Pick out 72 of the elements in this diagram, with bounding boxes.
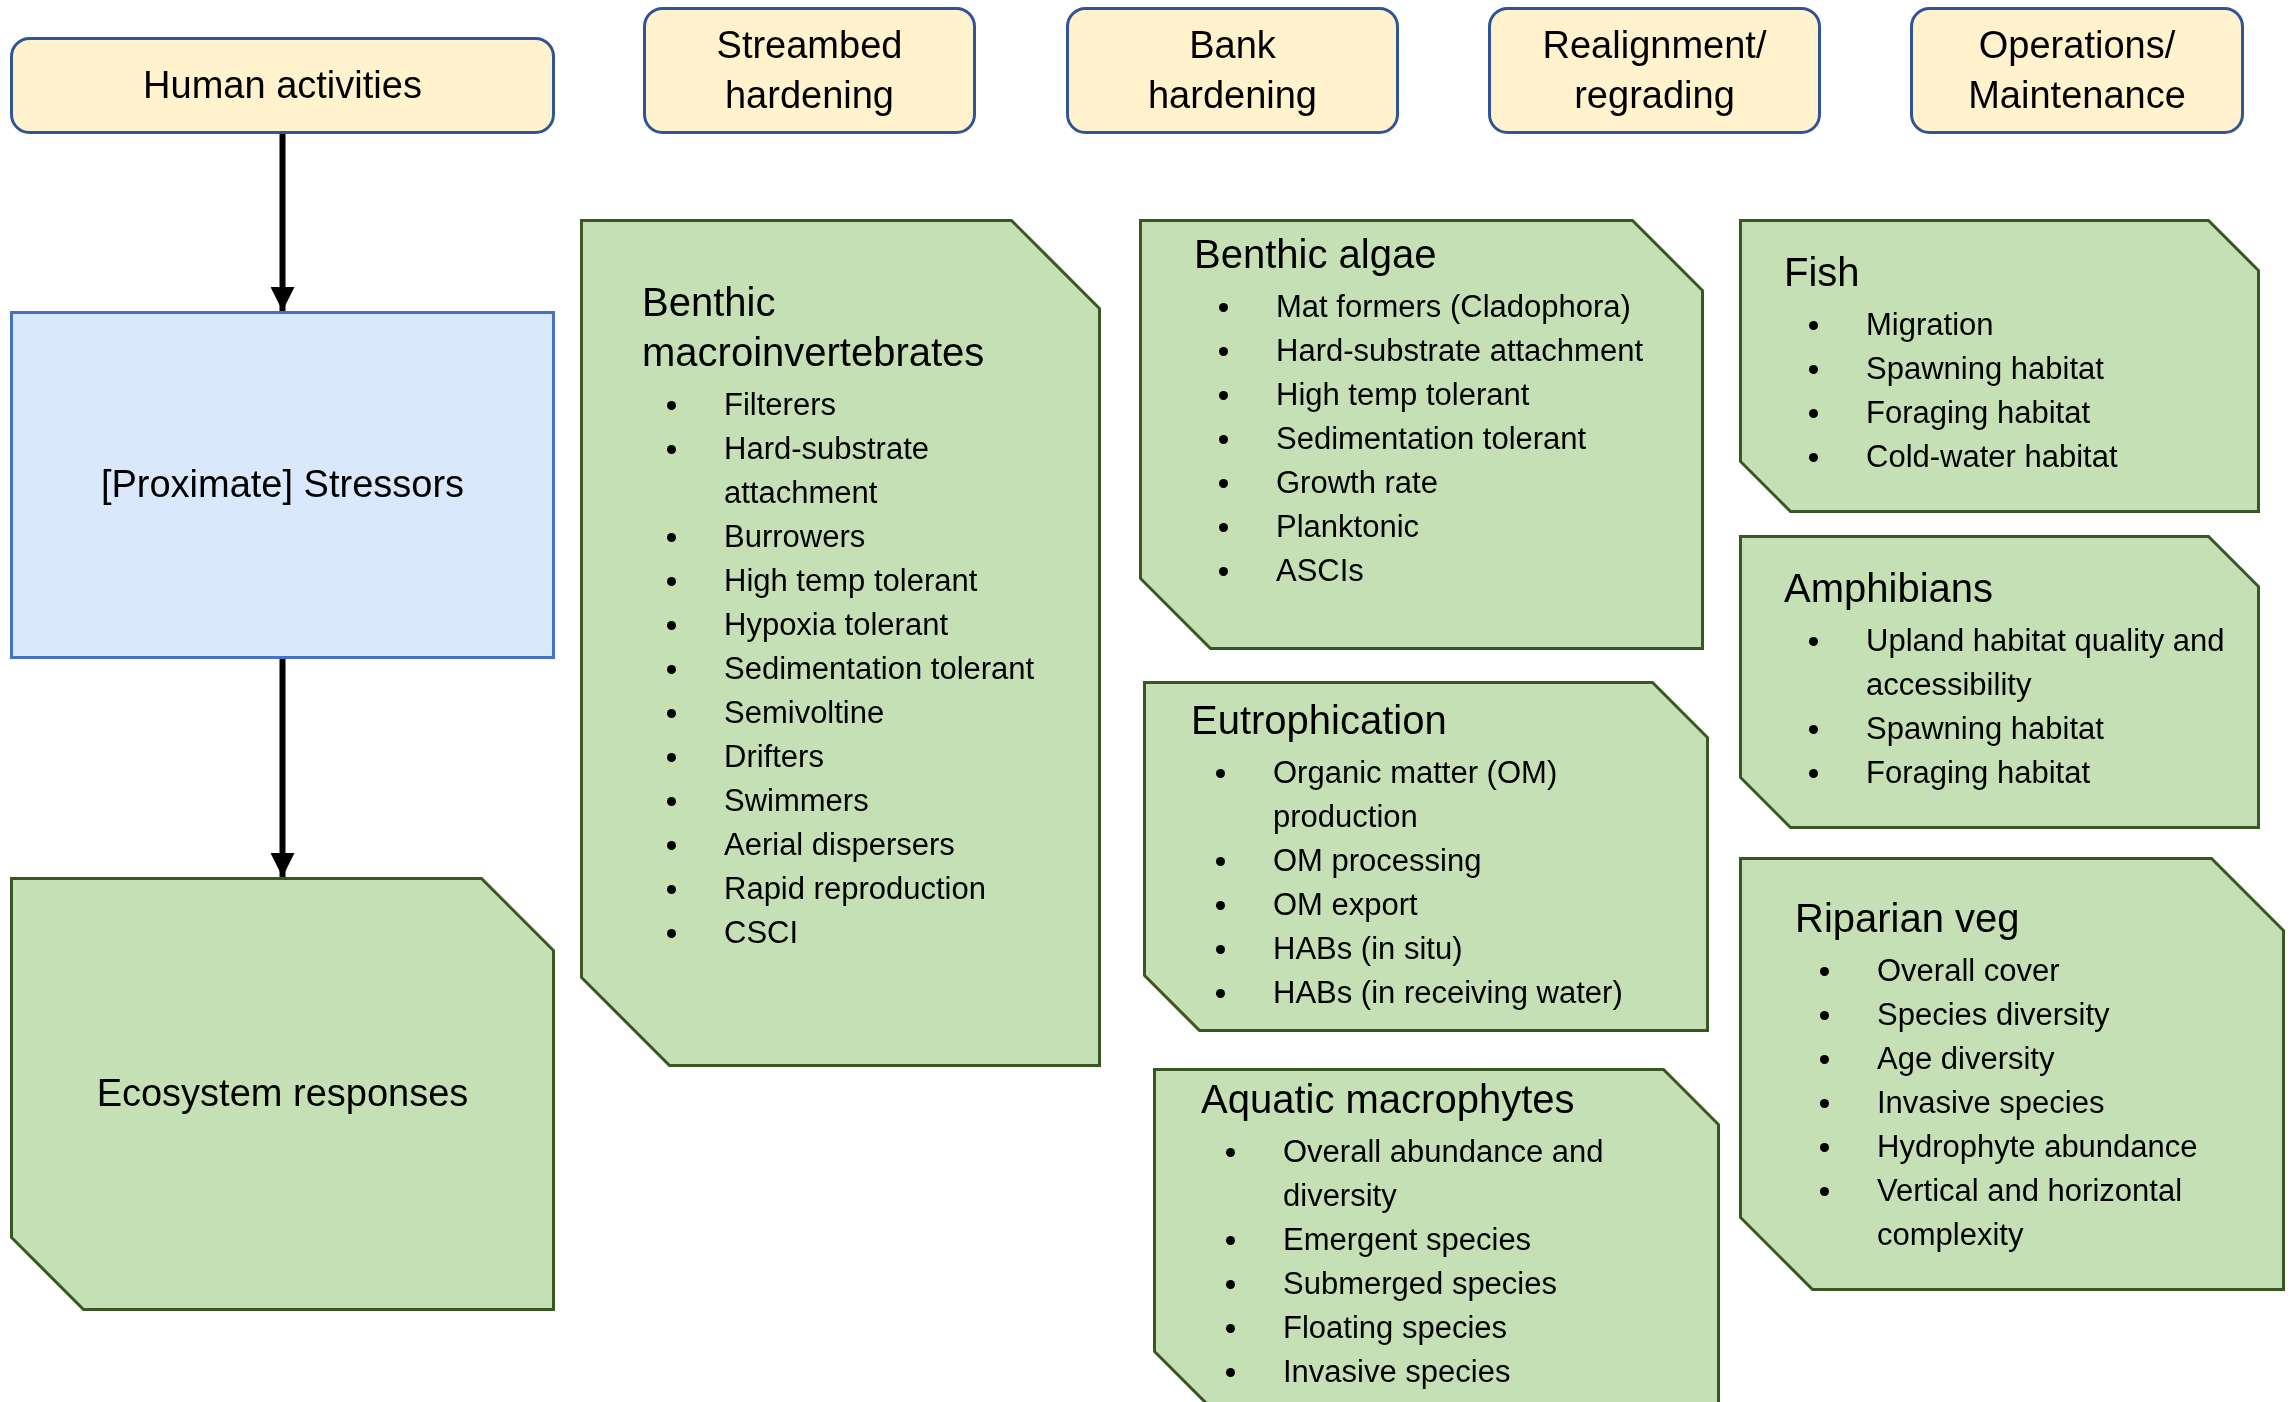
bullet-item: Planktonic xyxy=(1276,508,1420,546)
bullet-item: CSCI xyxy=(724,914,799,952)
bullet-item: Rapid reproduction xyxy=(724,870,986,908)
response-box xyxy=(10,877,555,1311)
activity-box xyxy=(10,37,555,134)
card-heading: Benthic algae xyxy=(1194,231,1438,278)
bullet-item: Spawning habitat xyxy=(1866,350,2104,388)
activity-box xyxy=(1488,7,1821,134)
bullet-item: Floating species xyxy=(1283,1309,1507,1347)
box-label: Realignment/ regrading xyxy=(1541,23,1768,118)
bullet-item: HABs (in situ) xyxy=(1273,930,1463,968)
bullet-item: Cold-water habitat xyxy=(1866,438,2118,476)
bullet-item: High temp tolerant xyxy=(1276,376,1530,414)
box-label: Streambed hardening xyxy=(715,23,904,118)
bullet-item: Vertical and horizontal complexity xyxy=(1877,1172,2184,1254)
bullet-item: Spawning habitat xyxy=(1866,710,2104,748)
card-heading: Riparian veg xyxy=(1795,895,2021,942)
bullet-item: Species diversity xyxy=(1877,996,2110,1034)
bullet-item: Organic matter (OM) production xyxy=(1273,754,1559,836)
bullet-item: Hard-substrate attachment xyxy=(1276,332,1643,370)
bullet-item: Swimmers xyxy=(724,782,869,820)
bullet-item: Foraging habitat xyxy=(1866,394,2091,432)
bullet-item: Drifters xyxy=(724,738,824,776)
bullet-item: Sedimentation tolerant xyxy=(724,650,1035,688)
box-label: Operations/ Maintenance xyxy=(1967,23,2187,118)
activity-box xyxy=(1910,7,2244,134)
box-label: [Proximate] Stressors xyxy=(100,462,465,508)
bullet-item: OM processing xyxy=(1273,842,1482,880)
bullet-item: Hydrophyte abundance xyxy=(1877,1128,2198,1166)
box-label: Bank hardening xyxy=(1146,23,1318,118)
card-heading: Aquatic macrophytes xyxy=(1201,1076,1576,1123)
bullet-item: Overall abundance and diversity xyxy=(1283,1133,1605,1215)
arrow xyxy=(270,659,295,877)
bullet-item: HABs (in receiving water) xyxy=(1273,974,1623,1012)
bullet-item: Overall cover xyxy=(1877,952,2060,990)
bullet-item: Age diversity xyxy=(1877,1040,2055,1078)
activity-box xyxy=(643,7,976,134)
bullet-item: Filterers xyxy=(724,386,836,424)
bullet-item: Foraging habitat xyxy=(1866,754,2091,792)
bullet-item: Semivoltine xyxy=(724,694,885,732)
box-label: Ecosystem responses xyxy=(96,1071,469,1117)
bullet-item: Burrowers xyxy=(724,518,866,556)
stressor-box xyxy=(10,311,555,659)
bullet-item: Hypoxia tolerant xyxy=(724,606,948,644)
card-heading: Fish xyxy=(1784,249,1861,296)
response-card xyxy=(1139,219,1704,650)
bullet-item: High temp tolerant xyxy=(724,562,978,600)
response-card xyxy=(1143,681,1709,1032)
card-heading: Benthic macroinvertebrates xyxy=(642,279,986,376)
card-heading: Amphibians xyxy=(1784,565,1994,612)
bullet-item: Sedimentation tolerant xyxy=(1276,420,1587,458)
bullet-item: Upland habitat quality and accessibility xyxy=(1866,622,2226,704)
bullet-item: Emergent species xyxy=(1283,1221,1532,1259)
bullet-item: OM export xyxy=(1273,886,1418,924)
bullet-item: Submerged species xyxy=(1283,1265,1557,1303)
bullet-item: Mat formers (Cladophora) xyxy=(1276,288,1631,326)
activity-box xyxy=(1066,7,1399,134)
card-heading: Eutrophication xyxy=(1191,697,1448,744)
box-label: Human activities xyxy=(142,62,423,108)
bullet-item: Growth rate xyxy=(1276,464,1438,502)
bullet-item: Invasive species xyxy=(1877,1084,2105,1122)
bullet-item: Hard-substrate attachment xyxy=(724,430,931,512)
bullet-item: Invasive species xyxy=(1283,1353,1511,1391)
response-card xyxy=(1739,857,2285,1291)
response-card xyxy=(1153,1068,1720,1402)
bullet-item: Aerial dispersers xyxy=(724,826,955,864)
bullet-item: ASCIs xyxy=(1276,552,1364,590)
bullet-item: Migration xyxy=(1866,306,1994,344)
response-card xyxy=(1739,535,2260,829)
arrow xyxy=(270,134,295,311)
response-card xyxy=(580,219,1101,1067)
response-card xyxy=(1739,219,2260,513)
